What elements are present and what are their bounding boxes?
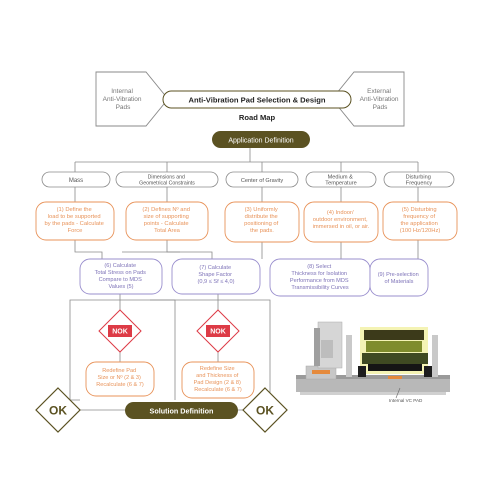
solution-definition-label: Solution Definition bbox=[150, 407, 214, 416]
nok-badge-left bbox=[108, 325, 132, 337]
definition-3-box bbox=[224, 201, 300, 243]
machine-illustration bbox=[296, 321, 450, 399]
nok-label-right: NOK bbox=[210, 329, 226, 336]
category-dimensions-label: Dimensions and Geometrical Constraints bbox=[139, 175, 195, 187]
definition-1-box bbox=[35, 201, 115, 241]
shape-factor-text: (7) Calculate Shape Factor (0,9 ≤ Sf ≤ 4… bbox=[198, 265, 235, 285]
definition-1-text: (1) Define the load to be supported by t… bbox=[45, 207, 106, 234]
page-title: Anti-Vibration Pad Selection & Design bbox=[189, 96, 326, 105]
definition-5-box bbox=[382, 201, 458, 241]
application-definition-pill bbox=[212, 131, 310, 148]
page-subtitle: Road Map bbox=[239, 113, 276, 122]
category-mass-label: Mass bbox=[69, 178, 83, 184]
definition-2-box bbox=[125, 201, 209, 241]
definition-boxes bbox=[35, 201, 458, 243]
title-pill bbox=[162, 90, 352, 109]
category-disturbing-frequency-box bbox=[383, 171, 455, 188]
materials-box bbox=[369, 258, 429, 297]
redefine-left-text: Redefine Pad Size or Nº (2 & 3) Recalcul… bbox=[96, 368, 144, 388]
shape-factor-box bbox=[171, 258, 261, 295]
stress-calc-text: (6) Calculate Total Stress on Pads Compa… bbox=[95, 263, 148, 290]
internal-pads-arrow bbox=[95, 71, 169, 127]
nok-badge-right bbox=[206, 325, 230, 337]
category-center-of-gravity-label: Center of Gravity bbox=[241, 178, 283, 184]
ok-diamond-right bbox=[242, 387, 288, 433]
ok-label-left: OK bbox=[49, 404, 67, 418]
redefine-right-text: Redefine Size and Thickness of Pad Desig… bbox=[194, 366, 243, 393]
nok-label-left: NOK bbox=[112, 329, 128, 336]
calculation-boxes bbox=[79, 258, 429, 297]
category-disturbing-frequency-label: Disturbing Frequency bbox=[406, 175, 433, 187]
materials-text: (9) Pre-selection of Materials bbox=[378, 272, 421, 285]
stress-calc-box bbox=[79, 258, 163, 295]
category-medium-temperature-label: Medium & Temperature bbox=[325, 175, 356, 187]
redefine-right-box bbox=[181, 361, 255, 399]
external-pads-arrow bbox=[331, 71, 405, 127]
definition-4-box bbox=[303, 201, 379, 243]
internal-pads-label: Internal Anti-Vibration Pads bbox=[103, 88, 144, 111]
ok-diamond-left bbox=[35, 387, 81, 433]
thickness-select-text: (8) Select Thickness for Isolation Perfo… bbox=[290, 264, 350, 291]
category-medium-temperature-box bbox=[305, 171, 377, 188]
definition-3-text: (3) Uniformly distribute the positioning… bbox=[244, 207, 280, 234]
external-pads-label: External Anti-Vibration Pads bbox=[360, 88, 401, 111]
definition-2-text: (2) Defines Nº and size of supporting po… bbox=[142, 206, 191, 234]
internal-vc-pad-caption: Internal VC PAD bbox=[389, 398, 423, 403]
redefine-left-box bbox=[85, 361, 155, 397]
definition-4-text: (4) Indoor/ outdoor environment, immerse… bbox=[313, 210, 370, 230]
application-definition-label: Application Definition bbox=[228, 137, 293, 144]
category-center-of-gravity-box bbox=[225, 171, 299, 188]
category-dimensions-box bbox=[115, 171, 219, 188]
ok-label-right: OK bbox=[256, 404, 274, 418]
solution-definition-pill bbox=[125, 402, 238, 419]
definition-5-text: (5) Disturbing frequency of the applicat… bbox=[400, 207, 441, 234]
category-mass-box bbox=[41, 171, 111, 188]
